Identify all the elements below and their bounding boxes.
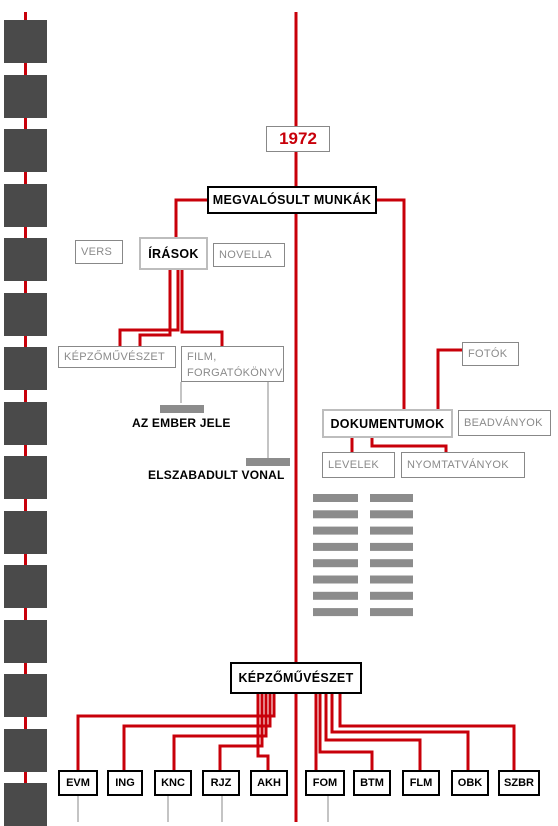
film-screenplay-box: FILM, FORGATÓKÖNYV xyxy=(181,346,284,382)
film-bar-1 xyxy=(160,405,204,413)
film-item-elszabadult-vonal: ELSZABADULT VONAL xyxy=(148,468,285,482)
document-bar xyxy=(313,575,358,584)
document-bar xyxy=(370,591,413,600)
writings-visual-art-box: KÉPZŐMŰVÉSZET xyxy=(58,346,176,368)
leaf-box-flm: FLM xyxy=(402,770,440,796)
film-frame xyxy=(4,728,47,772)
writings-box: ÍRÁSOK xyxy=(139,237,208,270)
film-frame xyxy=(4,129,47,172)
film-frame xyxy=(4,74,47,118)
document-bar xyxy=(370,542,413,551)
document-bar xyxy=(313,608,358,617)
film-item-az-ember-jele: AZ EMBER JELE xyxy=(132,416,231,430)
film-bar-2 xyxy=(246,458,290,466)
film-frame xyxy=(4,401,47,445)
film-frame xyxy=(4,292,47,336)
film-frame xyxy=(4,238,47,281)
film-frame xyxy=(4,20,47,63)
leaf-box-evm: EVM xyxy=(58,770,98,796)
leaf-box-ing: ING xyxy=(107,770,143,796)
film-frame xyxy=(4,510,47,554)
document-bar xyxy=(313,494,358,502)
leaf-box-akh: AKH xyxy=(250,770,288,796)
visual-art-main-box: KÉPZŐMŰVÉSZET xyxy=(230,662,362,694)
film-frame xyxy=(4,183,47,227)
film-frame xyxy=(4,565,47,608)
document-bar xyxy=(370,608,413,617)
poem-box: VERS xyxy=(75,240,123,264)
submissions-box: BEADVÁNYOK xyxy=(458,410,551,436)
document-bar xyxy=(313,559,358,568)
document-bar xyxy=(370,575,413,584)
documents-box: DOKUMENTUMOK xyxy=(322,409,453,438)
leaf-box-fom: FOM xyxy=(305,770,345,796)
photos-box: FOTÓK xyxy=(462,342,519,366)
film-frame xyxy=(4,347,47,390)
document-bar xyxy=(313,542,358,551)
year-box: 1972 xyxy=(266,126,330,152)
prints-box: NYOMTATVÁNYOK xyxy=(401,452,525,478)
leaf-box-btm: BTM xyxy=(353,770,391,796)
film-frame xyxy=(4,783,47,826)
realized-works-box: MEGVALÓSULT MUNKÁK xyxy=(207,186,377,214)
document-bar xyxy=(370,494,413,502)
film-frame xyxy=(4,456,47,499)
letters-box: LEVELEK xyxy=(322,452,395,478)
document-bar xyxy=(313,526,358,535)
leaf-box-knc: KNC xyxy=(154,770,192,796)
document-bar xyxy=(370,559,413,568)
film-frame xyxy=(4,674,47,717)
leaf-box-rjz: RJZ xyxy=(202,770,240,796)
leaf-box-obk: OBK xyxy=(451,770,489,796)
novella-box: NOVELLA xyxy=(213,243,285,267)
document-bar xyxy=(313,510,358,519)
document-bar xyxy=(370,510,413,519)
document-bar xyxy=(370,526,413,535)
film-frame xyxy=(4,619,47,663)
document-bar xyxy=(313,591,358,600)
film-strip xyxy=(0,0,50,826)
leaf-box-szbr: SZBR xyxy=(498,770,540,796)
